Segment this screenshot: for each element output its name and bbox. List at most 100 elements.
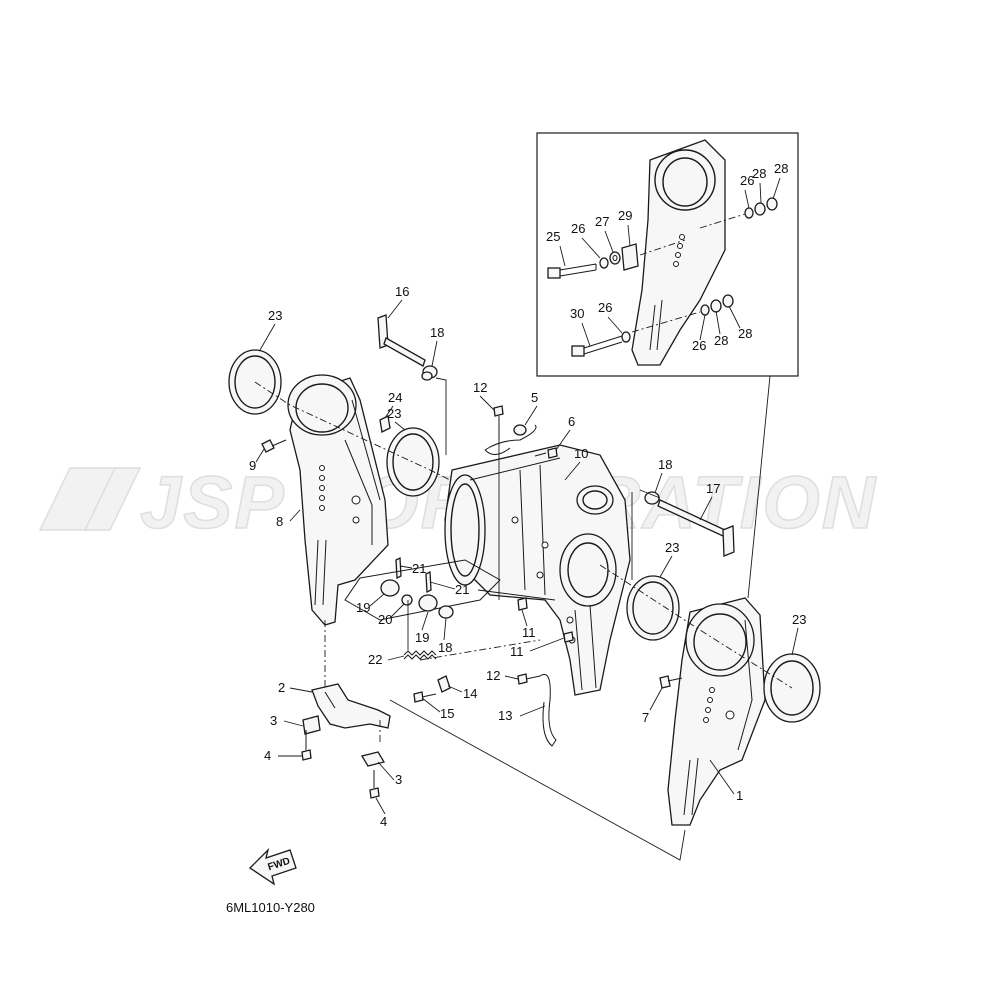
callout-19: 19 [415, 630, 429, 645]
callout-17: 17 [706, 481, 720, 496]
exploded-group-frame [344, 559, 501, 621]
callout-23: 23 [268, 308, 282, 323]
callout-28: 28 [752, 166, 766, 181]
stopper-bracket-2 [311, 683, 391, 729]
screw-6 [534, 447, 558, 459]
leader-17 [631, 489, 661, 580]
ground-wire-13 [539, 674, 557, 747]
pin-21-a [395, 556, 402, 580]
callout-12: 12 [473, 380, 487, 395]
leader-stopper-right [389, 699, 686, 861]
bushing-18-lower [438, 605, 454, 619]
swivel-housing [444, 444, 631, 696]
center-line [419, 639, 541, 661]
plate-3-a [302, 715, 321, 735]
leader-18 [435, 377, 447, 455]
inset-washer-26-right [700, 304, 710, 316]
callout-12: 12 [486, 668, 500, 683]
callout-9: 9 [249, 458, 256, 473]
inset-washer-26 [599, 257, 609, 269]
diagram-code: 6ML1010-Y280 [226, 900, 315, 915]
inset-bolt-30 [571, 335, 623, 357]
pin-21-b [425, 570, 432, 594]
callout-29: 29 [618, 208, 632, 223]
callout-26: 26 [692, 338, 706, 353]
inset-detail: 26 28 28 25 26 27 29 30 26 26 28 28 [536, 132, 799, 377]
inset-nut-28-d [722, 294, 734, 308]
callout-28: 28 [714, 333, 728, 348]
callout-14: 14 [463, 686, 477, 701]
wire-5 [484, 424, 537, 455]
callout-18: 18 [658, 457, 672, 472]
callout-20: 20 [378, 612, 392, 627]
bolt-9 [261, 439, 287, 453]
bolt-4-a [301, 730, 312, 761]
fwd-arrow: FWD [248, 847, 297, 886]
clip-14 [437, 675, 451, 693]
middle-bearing-ring [386, 427, 440, 497]
callout-6: 6 [568, 414, 575, 429]
callout-27: 27 [595, 214, 609, 229]
bushing-19-b [418, 594, 438, 612]
axis-line-right [599, 564, 793, 689]
collar-20 [401, 594, 413, 606]
axis-line [254, 381, 481, 496]
callout-19: 19 [356, 600, 370, 615]
callout-11: 11 [522, 625, 536, 640]
callout-3: 3 [395, 772, 402, 787]
bushing-18-right [644, 491, 660, 505]
callout-1: 1 [736, 788, 743, 803]
left-swivel-bracket [287, 374, 389, 626]
inset-nut-28-a [754, 202, 766, 216]
callout-4: 4 [380, 814, 387, 829]
inset-bracket [631, 139, 726, 366]
callout-21: 21 [412, 561, 426, 576]
bolt-4-b [369, 770, 380, 799]
callout-18: 18 [430, 325, 444, 340]
bolt-15 [413, 691, 437, 703]
callout-23: 23 [387, 406, 401, 421]
inset-washer-26-lower [621, 331, 631, 343]
callout-13: 13 [498, 708, 512, 723]
bolt-11-a [517, 597, 528, 611]
clamp-5 [513, 424, 527, 436]
callout-24: 24 [388, 390, 402, 405]
callout-21: 21 [455, 582, 469, 597]
callout-26: 26 [740, 173, 754, 188]
inset-nut-28-b [766, 197, 778, 211]
tilt-pin-17 [657, 499, 735, 557]
callout-18: 18 [438, 640, 452, 655]
right-inner-bearing-ring [626, 575, 680, 641]
bolt-12-lower [517, 673, 541, 685]
plate-3-b [360, 751, 386, 767]
inset-frame [536, 132, 799, 377]
inset-washer-26-upper [744, 207, 754, 219]
bolt-12-top [493, 405, 504, 440]
bushing-19-a [380, 579, 400, 597]
spring-22 [403, 650, 437, 656]
callout-30: 30 [570, 306, 584, 321]
callout-7: 7 [642, 710, 649, 725]
callout-10: 10 [574, 446, 588, 461]
bolt-7 [659, 675, 683, 689]
callout-22: 22 [368, 652, 382, 667]
callout-16: 16 [395, 284, 409, 299]
callout-labels: 16 18 23 24 23 12 5 6 10 18 17 9 8 23 21… [249, 284, 806, 829]
callout-28: 28 [774, 161, 788, 176]
callout-3: 3 [270, 713, 277, 728]
inset-bolt-25 [547, 263, 597, 279]
right-swivel-bracket [667, 597, 766, 826]
callout-15: 15 [440, 706, 454, 721]
callout-26: 26 [598, 300, 612, 315]
callout-4: 4 [264, 748, 271, 763]
callout-8: 8 [276, 514, 283, 529]
callout-leaders [255, 299, 799, 815]
callout-5: 5 [531, 390, 538, 405]
callout-28: 28 [738, 326, 752, 341]
inset-leader-line [747, 375, 771, 599]
callout-23: 23 [665, 540, 679, 555]
callout-2: 2 [278, 680, 285, 695]
callout-23: 23 [792, 612, 806, 627]
